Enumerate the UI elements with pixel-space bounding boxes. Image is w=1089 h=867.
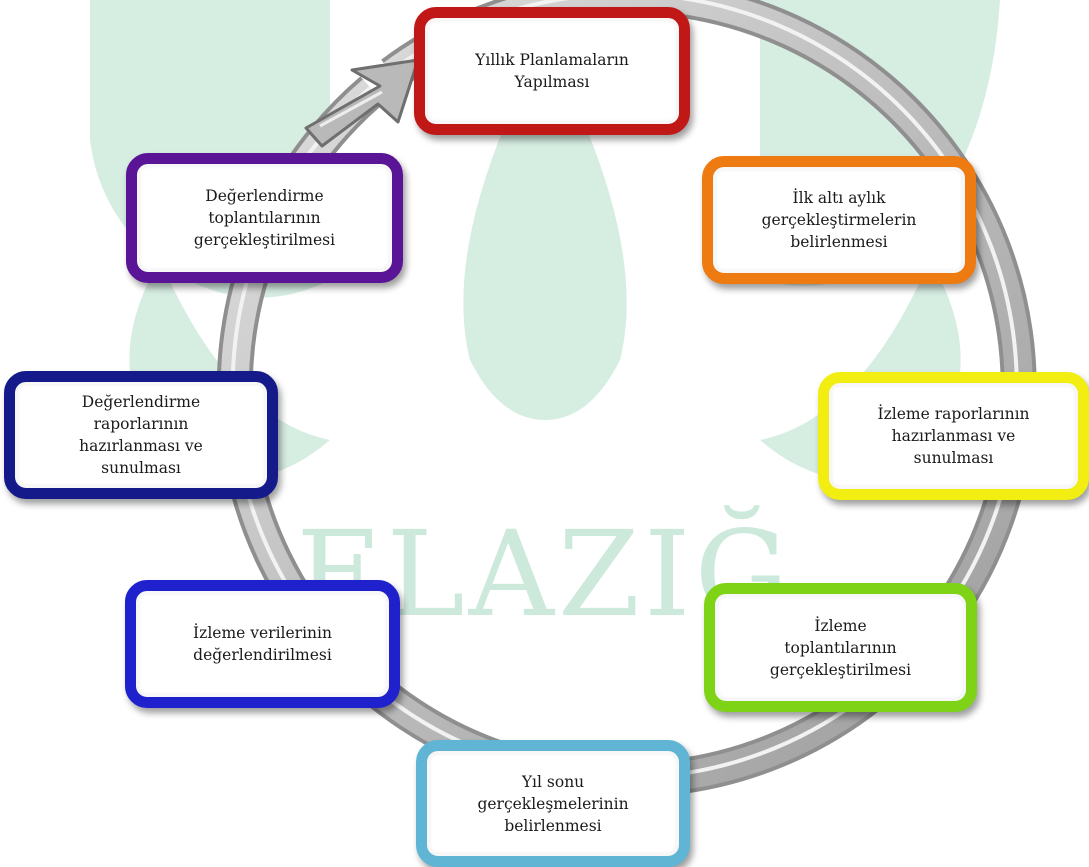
step-izleme-raporlari[interactable]: İzleme raporlarının hazırlanması ve sunu… (818, 372, 1089, 500)
step-degerlendirme-toplantilari[interactable]: Değerlendirme toplantılarının gerçekleşt… (126, 153, 403, 283)
arrow-clockwise-icon (304, 58, 420, 148)
step-yillik-planlama[interactable]: Yıllık Planlamaların Yapılması (414, 7, 690, 135)
step-label: Yıllık Planlamaların Yapılması (475, 51, 629, 91)
step-label: İzleme toplantılarının gerçekleştirilmes… (769, 616, 912, 679)
step-degerlendirme-raporlari[interactable]: Değerlendirme raporlarının hazırlanması … (4, 371, 278, 499)
step-izleme-verileri[interactable]: İzleme verilerinin değerlendirilmesi (125, 580, 400, 708)
step-yil-sonu[interactable]: Yıl sonu gerçekleşmelerinin belirlenmesi (416, 740, 690, 867)
step-izleme-toplantilari[interactable]: İzleme toplantılarının gerçekleştirilmes… (704, 583, 977, 712)
step-ilk-alti-ay[interactable]: İlk altı aylık gerçekleştirmelerin belir… (702, 156, 976, 284)
step-label: Değerlendirme raporlarının hazırlanması … (79, 393, 203, 477)
step-label: İzleme raporlarının hazırlanması ve sunu… (877, 405, 1030, 467)
step-label: Yıl sonu gerçekleşmelerinin belirlenmesi (477, 772, 629, 835)
step-label: İlk altı aylık gerçekleştirmelerin belir… (761, 189, 917, 251)
watermark-drop-center (463, 40, 627, 420)
step-label: Değerlendirme toplantılarının gerçekleşt… (193, 187, 336, 249)
step-label: İzleme verilerinin değerlendirilmesi (193, 624, 332, 664)
